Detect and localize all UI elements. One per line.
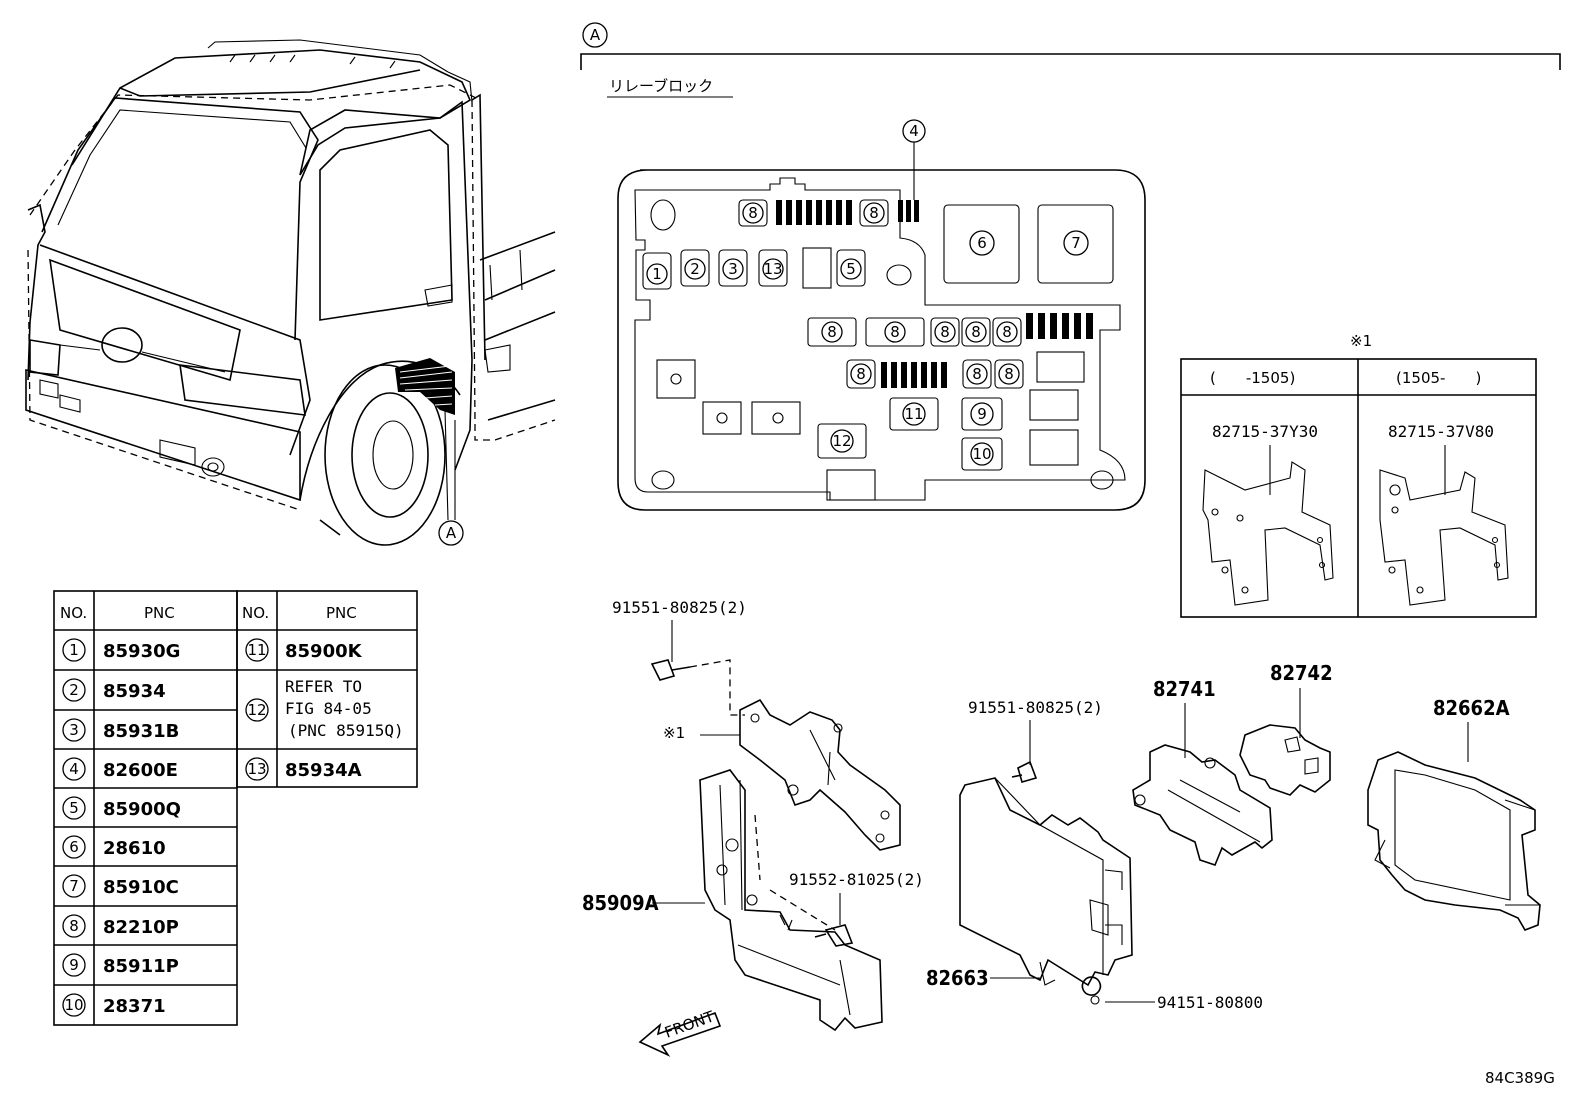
table-row: 85910C: [103, 877, 179, 898]
svg-text:8: 8: [869, 204, 879, 222]
label-cover-82662A: 82662A: [1433, 696, 1510, 720]
fuse-strip-top-left: [776, 200, 852, 225]
variant-col2-header: (1505- ): [1396, 369, 1481, 387]
table-row-refer-line-2: FIG 84-05: [285, 699, 372, 718]
section-title: リレーブロック: [609, 77, 713, 95]
truck-callout-label: A: [446, 524, 457, 542]
table-row: 85911P: [103, 956, 179, 977]
svg-text:10: 10: [64, 996, 83, 1014]
table-row-refer-line-1: REFER TO: [285, 677, 362, 696]
section-marker: A: [590, 26, 601, 44]
relay-82742-drawing: 82742: [1239, 661, 1333, 796]
table-row: 85931B: [103, 721, 179, 742]
table-row: 28610: [103, 838, 166, 859]
svg-text:6: 6: [69, 838, 79, 856]
box-82663-assembly: 91551-80825(2) 82663 94151-80800: [926, 698, 1263, 1012]
svg-text:8: 8: [748, 204, 758, 222]
label-bolt-right: 91551-80825(2): [968, 698, 1103, 717]
svg-text:13: 13: [763, 260, 782, 278]
table-row: 28371: [103, 996, 166, 1017]
svg-text:11: 11: [247, 641, 266, 659]
table-row: 82210P: [103, 917, 179, 938]
front-arrow: FRONT: [638, 1007, 722, 1057]
pnc-rows-left: 1 85930G 2 85934 3 85931B 4 82600E 5 859…: [62, 638, 181, 1017]
table-row: 85900K: [285, 641, 363, 662]
bolt-top-assembly: 91551-80825(2): [612, 598, 747, 716]
cover-82662A-drawing: 82662A: [1367, 696, 1541, 931]
svg-text:7: 7: [69, 877, 79, 895]
table-row: 85900Q: [103, 799, 181, 820]
label-bracket: 85909A: [582, 891, 659, 915]
label-bolt-mid: 91552-81025(2): [789, 870, 924, 889]
svg-text:10: 10: [972, 445, 991, 463]
svg-text:9: 9: [69, 956, 79, 974]
label-relay-82741: 82741: [1153, 677, 1216, 701]
variant-col1-header: ( -1505): [1210, 369, 1295, 387]
svg-text:7: 7: [1071, 234, 1081, 252]
svg-text:4: 4: [69, 760, 79, 778]
svg-text:8: 8: [971, 323, 981, 341]
svg-text:8: 8: [1004, 365, 1014, 383]
svg-text:8: 8: [1002, 323, 1012, 341]
svg-text:3: 3: [69, 721, 79, 739]
pnc-header-pnc-right: PNC: [326, 604, 357, 622]
bolt-mid-assembly: 91552-81025(2): [789, 870, 924, 947]
table-row: 82600E: [103, 760, 178, 781]
truck-callout-marker: A: [438, 520, 464, 546]
table-row-refer-line-3: (PNC 85915Q): [288, 721, 404, 740]
label-nut: 94151-80800: [1157, 993, 1263, 1012]
svg-text:5: 5: [69, 799, 79, 817]
relay-block-diagram: 4 8 8 1 2 3 13 5 6 7 8 8 8 8 8 8 8 8 9 1…: [617, 119, 1146, 511]
svg-text:12: 12: [832, 432, 851, 450]
pnc-table: NO. PNC NO. PNC 1 85930G 2 85934 3 85931…: [53, 590, 418, 1026]
bracket-variant-table: ※1 ( -1505) (1505- ) 82715-37Y30 82715-3…: [1180, 332, 1537, 618]
svg-text:3: 3: [728, 260, 738, 278]
svg-text:5: 5: [846, 260, 856, 278]
fuse-strip-lower: [881, 362, 947, 388]
variant-note-symbol: ※1: [1350, 332, 1372, 350]
svg-text:2: 2: [69, 681, 79, 699]
variant-col2-part: 82715-37V80: [1388, 422, 1494, 441]
svg-text:11: 11: [904, 405, 923, 423]
relay-callout-4: 4: [909, 122, 919, 140]
bracket-variant-1-drawing: [1202, 461, 1334, 606]
bracket-85909A-drawing: ※1 85909A: [582, 698, 901, 1032]
pnc-header-no-right: NO.: [242, 604, 269, 622]
svg-text:8: 8: [940, 323, 950, 341]
label-note-ref: ※1: [663, 724, 685, 742]
svg-text:8: 8: [972, 365, 982, 383]
relay-82741-drawing: 82741: [1132, 677, 1273, 866]
svg-text:1: 1: [69, 641, 79, 659]
relay-block-location-hatch: [395, 358, 455, 415]
svg-text:8: 8: [69, 917, 79, 935]
table-row: 85934: [103, 681, 166, 702]
svg-text:9: 9: [977, 405, 987, 423]
table-row: 85930G: [103, 641, 180, 662]
section-header: A リレーブロック: [580, 22, 1561, 98]
table-row: 85934A: [285, 760, 362, 781]
relay-position-labels: 8 8 1 2 3 13 5 6 7 8 8 8 8 8 8 8 8 9 10 …: [642, 199, 1089, 471]
svg-text:13: 13: [247, 760, 266, 778]
label-box-82663: 82663: [926, 966, 989, 990]
fuse-strip-middle-right: [1026, 313, 1093, 339]
pnc-rows-right: 11 85900K 12 REFER TO FIG 84-05 (PNC 859…: [245, 638, 404, 781]
svg-text:6: 6: [977, 234, 987, 252]
svg-text:8: 8: [890, 323, 900, 341]
svg-text:8: 8: [827, 323, 837, 341]
variant-col1-part: 82715-37Y30: [1212, 422, 1318, 441]
svg-text:8: 8: [856, 365, 866, 383]
svg-text:1: 1: [652, 265, 662, 283]
label-relay-82742: 82742: [1270, 661, 1333, 685]
label-bolt-top: 91551-80825(2): [612, 598, 747, 617]
pnc-header-no-left: NO.: [60, 604, 87, 622]
pnc-header-pnc-left: PNC: [144, 604, 175, 622]
figure-code: 84C389G: [1485, 1069, 1555, 1087]
bracket-variant-2-drawing: [1379, 469, 1509, 606]
fuse-strip-top-right: [898, 200, 919, 222]
svg-text:2: 2: [690, 260, 700, 278]
truck-illustration: [25, 39, 556, 546]
svg-text:12: 12: [247, 701, 266, 719]
